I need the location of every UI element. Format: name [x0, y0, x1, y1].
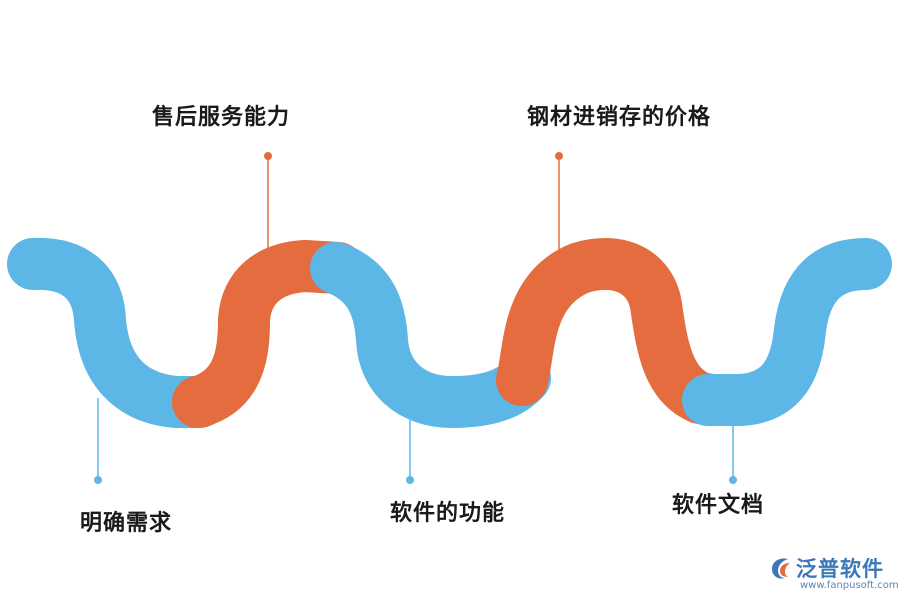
wave-segment-2 [172, 240, 364, 428]
wave-segment-5 [682, 238, 892, 426]
step-label-after-sales: 售后服务能力 [152, 105, 291, 130]
step-label-software-docs: 软件文档 [672, 493, 765, 518]
wave-segment-1 [7, 237, 226, 428]
wave-segment-3 [310, 242, 551, 428]
step-label-steel-price: 钢材进销存的价格 [527, 105, 712, 130]
brand-name: 泛普软件 [796, 557, 884, 581]
step-label-software-features: 软件的功能 [390, 501, 506, 526]
brand-url: www.fanpusoft.com [800, 580, 899, 591]
marker-dot-top-2 [555, 152, 563, 160]
fanpu-logo-icon [772, 558, 790, 579]
marker-dot-bottom-3 [729, 476, 737, 484]
marker-dot-top-1 [264, 152, 272, 160]
marker-dot-bottom-1 [94, 476, 102, 484]
brand-logo: 泛普软件 www.fanpusoft.com [768, 553, 899, 595]
step-label-requirements: 明确需求 [80, 511, 173, 536]
wave-segment-4 [496, 238, 738, 426]
marker-dot-bottom-2 [406, 476, 414, 484]
